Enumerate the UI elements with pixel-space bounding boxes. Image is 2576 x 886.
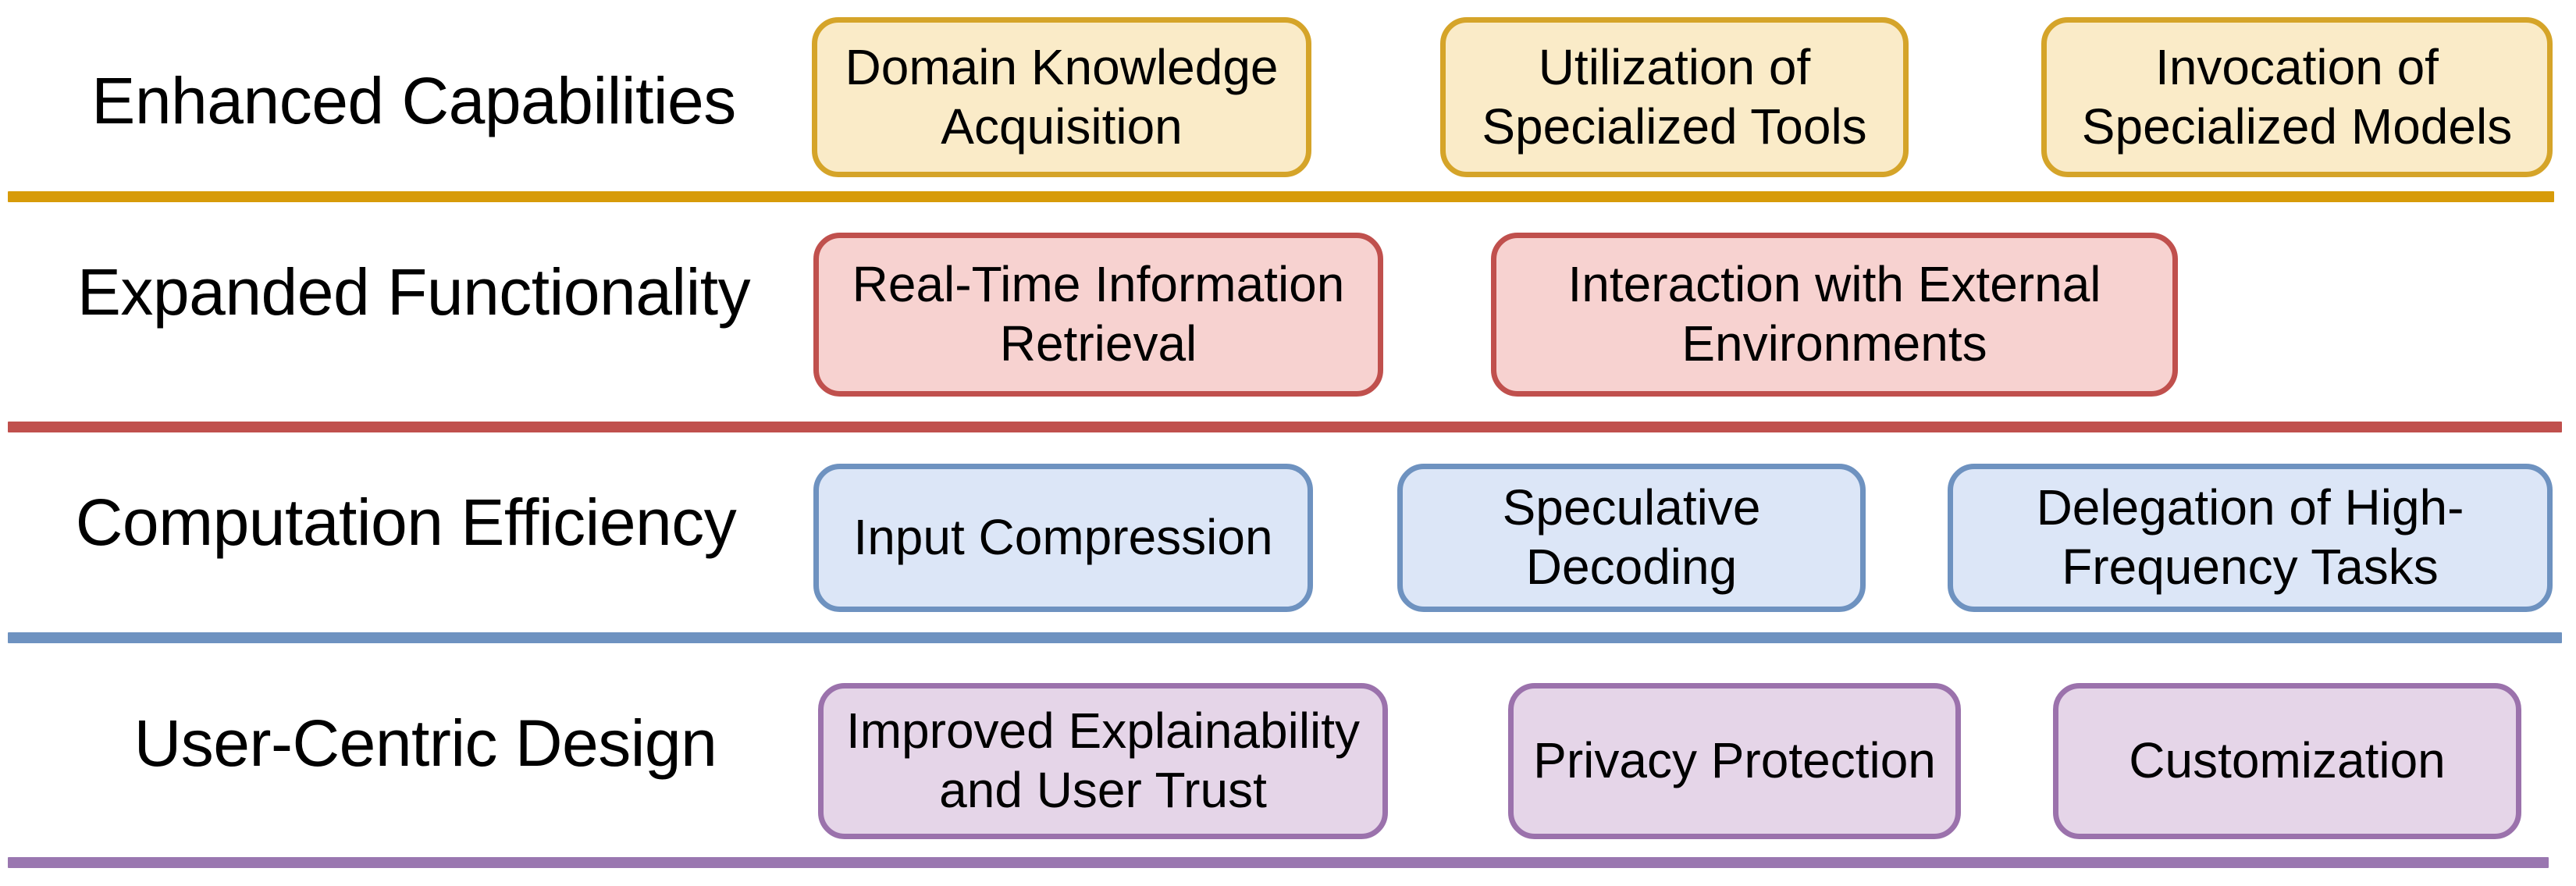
row-label-enhanced-capabilities: Enhanced Capabilities [91, 64, 736, 137]
item-label: Delegation of High-Frequency Tasks [2036, 479, 2464, 595]
item-box[interactable]: Input Compression [813, 464, 1313, 612]
item-label: Speculative Decoding [1502, 479, 1761, 595]
item-label: Interaction with External Environments [1567, 256, 2101, 372]
row-label-user-centric-design: User-Centric Design [133, 706, 717, 780]
item-box[interactable]: Invocation of Specialized Models [2041, 17, 2553, 177]
row-divider-user-centric-design [8, 857, 2549, 868]
item-box[interactable]: Improved Explainability and User Trust [818, 683, 1388, 839]
item-box[interactable]: Speculative Decoding [1397, 464, 1866, 612]
item-box[interactable]: Privacy Protection [1508, 683, 1961, 839]
item-box[interactable]: Domain Knowledge Acquisition [812, 17, 1311, 177]
item-label: Invocation of Specialized Models [2081, 38, 2513, 155]
item-box[interactable]: Utilization of Specialized Tools [1440, 17, 1909, 177]
item-label: Privacy Protection [1533, 732, 1936, 789]
item-label: Domain Knowledge Acquisition [845, 38, 1279, 155]
item-box[interactable]: Interaction with External Environments [1491, 233, 2178, 397]
item-label: Real-Time Information Retrieval [852, 256, 1345, 372]
item-label: Utilization of Specialized Tools [1482, 38, 1867, 155]
item-label: Input Compression [853, 509, 1273, 566]
item-box[interactable]: Delegation of High-Frequency Tasks [1948, 464, 2553, 612]
row-divider-enhanced-capabilities [8, 191, 2554, 202]
item-label: Customization [2129, 732, 2446, 789]
row-divider-expanded-functionality [8, 422, 2562, 432]
item-box[interactable]: Real-Time Information Retrieval [813, 233, 1383, 397]
row-label-expanded-functionality: Expanded Functionality [76, 255, 751, 329]
row-label-computation-efficiency: Computation Efficiency [75, 486, 737, 559]
item-label: Improved Explainability and User Trust [845, 703, 1361, 818]
item-box[interactable]: Customization [2053, 683, 2521, 839]
row-divider-computation-efficiency [8, 632, 2562, 643]
